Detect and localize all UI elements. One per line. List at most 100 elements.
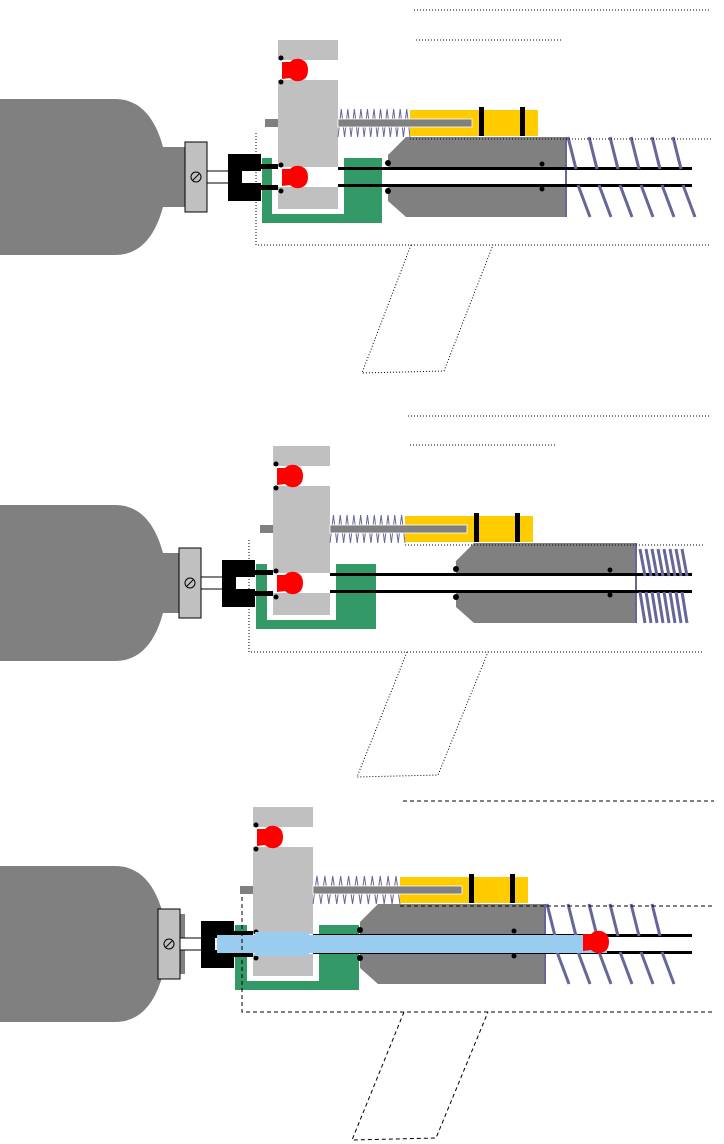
recoil-spring [312, 875, 401, 905]
guide-rod [329, 524, 468, 534]
tube-wall-top [215, 931, 253, 936]
block-pin [607, 567, 613, 573]
main-spring-coil [638, 548, 647, 577]
block-pin [539, 161, 545, 167]
screw-icon [163, 938, 175, 950]
recoil-spring [329, 514, 406, 544]
screw-slot [165, 940, 173, 948]
frame-outline [248, 540, 704, 653]
block-pin [607, 592, 613, 598]
seal-pin [278, 162, 284, 168]
main-spring-coil [662, 591, 671, 624]
magazine-projectile [277, 464, 303, 488]
main-spring-coil [660, 951, 676, 985]
main-spring-coil [671, 136, 683, 170]
main-spring-coil [576, 184, 592, 218]
main-spring-coil [650, 903, 662, 937]
stage-2 [0, 415, 709, 778]
bolt-body [278, 80, 338, 167]
block-pin [453, 566, 459, 572]
screw-slot [186, 579, 194, 587]
main-spring-coil [680, 591, 689, 624]
rod-stub [265, 119, 278, 127]
gas-tank [0, 505, 185, 661]
tube-wall-bottom [215, 952, 253, 957]
barrel-wall-top [330, 573, 692, 576]
trigger-stop [520, 107, 525, 136]
main-spring-coil [608, 136, 620, 170]
main-spring-coil [555, 951, 571, 985]
tube-wall-top [236, 570, 273, 575]
main-spring-coil [629, 136, 641, 170]
main-spring-coil [618, 184, 634, 218]
stage-1 [0, 9, 711, 374]
main-spring-coil [608, 903, 620, 937]
main-spring-coil [650, 548, 659, 577]
bolt-pin [273, 461, 279, 467]
bolt-top [273, 446, 330, 466]
chambered-projectile [282, 165, 308, 189]
block-pin [357, 955, 363, 961]
magazine-projectile [257, 825, 283, 849]
main-spring-coil [656, 548, 665, 577]
gas-flow [217, 935, 607, 953]
main-spring-coil [576, 951, 592, 985]
barrel-block-top [456, 543, 636, 575]
trigger-stop [474, 513, 479, 542]
magazine-projectile [282, 58, 308, 82]
trigger-stop [515, 513, 520, 542]
trigger-stop [510, 874, 515, 903]
gas-tank [0, 866, 185, 1022]
barrel-block-top [388, 137, 566, 169]
main-spring-coil [674, 548, 683, 577]
main-spring-coil [644, 591, 653, 624]
main-spring-coil [639, 951, 655, 985]
main-spring-coil [668, 548, 677, 577]
seal-pin [253, 955, 259, 961]
main-spring-coil [566, 136, 578, 170]
bolt-body [273, 486, 330, 573]
main-spring-coil [660, 184, 676, 218]
bolt-bottom [273, 593, 330, 615]
seal-pin [273, 568, 279, 574]
main-spring-coil [629, 903, 641, 937]
main-spring-coil [587, 903, 599, 937]
block-pin [385, 160, 391, 166]
fired-projectile [583, 930, 609, 954]
bolt-pin [253, 822, 259, 828]
main-spring-coil [566, 903, 578, 937]
barrel-wall-bottom [338, 184, 692, 187]
recoil-spring [337, 108, 411, 138]
rod-stub [260, 525, 273, 533]
bolt-pin [273, 485, 279, 491]
seal-pin [273, 594, 279, 600]
main-spring-coil [597, 951, 613, 985]
block-pin [357, 927, 363, 933]
trigger-stop [479, 107, 484, 136]
main-spring-coil [681, 184, 697, 218]
tube-wall-bottom [236, 591, 273, 596]
frame-outline [241, 897, 712, 1013]
bolt-pin [278, 79, 284, 85]
block-pin [453, 594, 459, 600]
guide-rod [337, 118, 473, 128]
gas-flow-chamber [255, 932, 309, 956]
main-spring-coil [545, 903, 557, 937]
block-pin [511, 928, 517, 934]
barrel-block-top [360, 904, 545, 936]
main-spring-coil [638, 591, 647, 624]
tube-wall-bottom [242, 185, 278, 190]
main-spring-coil [639, 184, 655, 218]
main-spring-coil [662, 548, 671, 577]
main-spring-coil [644, 548, 653, 577]
block-pin [385, 188, 391, 194]
main-spring-coil [587, 136, 599, 170]
chambered-projectile [277, 571, 303, 595]
trigger-stop [469, 874, 474, 903]
barrel-wall-bottom [330, 590, 692, 593]
bolt-bottom [278, 187, 338, 209]
barrel-block-bottom [360, 952, 545, 984]
guide-rod [312, 885, 463, 895]
gas-tank [0, 99, 185, 255]
